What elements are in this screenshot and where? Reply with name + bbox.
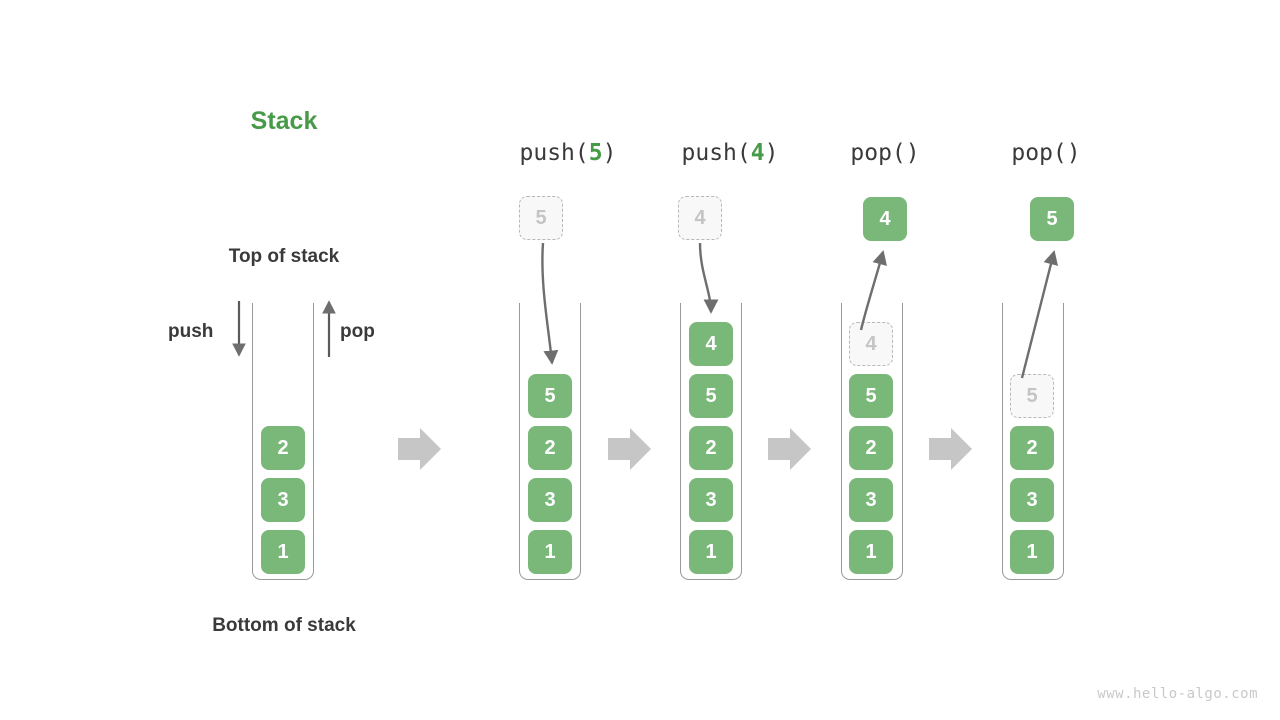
caption-suffix: ) bbox=[764, 140, 779, 166]
stack-cell: 5 bbox=[849, 374, 893, 418]
push-motion-arrow bbox=[698, 242, 719, 314]
incoming-ghost-cell: 5 bbox=[519, 196, 563, 240]
stack-cell: 3 bbox=[528, 478, 572, 522]
stack-cell: 3 bbox=[849, 478, 893, 522]
bottom-of-stack-label: Bottom of stack bbox=[212, 615, 356, 636]
caption-arg: 5 bbox=[588, 140, 603, 166]
transition-arrow bbox=[768, 428, 811, 470]
stack-cell: 1 bbox=[689, 530, 733, 574]
stack-cell: 3 bbox=[689, 478, 733, 522]
stack-tube-pop1 bbox=[841, 303, 903, 580]
push-label: push bbox=[168, 321, 214, 342]
stack-cell: 2 bbox=[261, 426, 305, 470]
transition-arrow bbox=[398, 428, 441, 470]
stack-tube-push4 bbox=[680, 303, 742, 580]
stack-cell: 5 bbox=[528, 374, 572, 418]
caption-push-5: push(5) bbox=[488, 140, 648, 166]
removed-ghost-cell: 5 bbox=[1010, 374, 1054, 418]
caption-suffix: ) bbox=[1066, 140, 1081, 166]
stack-cell: 2 bbox=[849, 426, 893, 470]
stack-cell: 2 bbox=[1010, 426, 1054, 470]
caption-suffix: ) bbox=[602, 140, 617, 166]
stack-tube-initial bbox=[252, 303, 314, 580]
removed-ghost-cell: 4 bbox=[849, 322, 893, 366]
transition-arrow bbox=[929, 428, 972, 470]
stack-cell: 3 bbox=[1010, 478, 1054, 522]
transition-arrow bbox=[608, 428, 651, 470]
caption-prefix: push( bbox=[519, 140, 589, 166]
stack-cell: 4 bbox=[689, 322, 733, 366]
popped-cell: 4 bbox=[863, 197, 907, 241]
caption-prefix: pop( bbox=[850, 140, 906, 166]
caption-suffix: ) bbox=[905, 140, 920, 166]
stack-tube-pop2 bbox=[1002, 303, 1064, 580]
stack-cell: 1 bbox=[261, 530, 305, 574]
stack-cell: 1 bbox=[1010, 530, 1054, 574]
caption-prefix: push( bbox=[681, 140, 751, 166]
stack-cell: 2 bbox=[528, 426, 572, 470]
top-of-stack-label: Top of stack bbox=[228, 246, 340, 267]
stack-cell: 5 bbox=[689, 374, 733, 418]
popped-cell: 5 bbox=[1030, 197, 1074, 241]
stack-cell: 1 bbox=[849, 530, 893, 574]
caption-push-4: push(4) bbox=[650, 140, 810, 166]
stack-cell: 3 bbox=[261, 478, 305, 522]
pop-label: pop bbox=[340, 321, 375, 342]
stack-cell: 1 bbox=[528, 530, 572, 574]
incoming-ghost-cell: 4 bbox=[678, 196, 722, 240]
stack-cell: 2 bbox=[689, 426, 733, 470]
caption-prefix: pop( bbox=[1011, 140, 1067, 166]
caption-pop-1: pop() bbox=[805, 140, 965, 166]
page-title: Stack bbox=[250, 107, 318, 135]
caption-arg: 4 bbox=[750, 140, 765, 166]
caption-pop-2: pop() bbox=[966, 140, 1126, 166]
stack-tube-push5 bbox=[519, 303, 581, 580]
watermark: www.hello-algo.com bbox=[1097, 686, 1258, 702]
